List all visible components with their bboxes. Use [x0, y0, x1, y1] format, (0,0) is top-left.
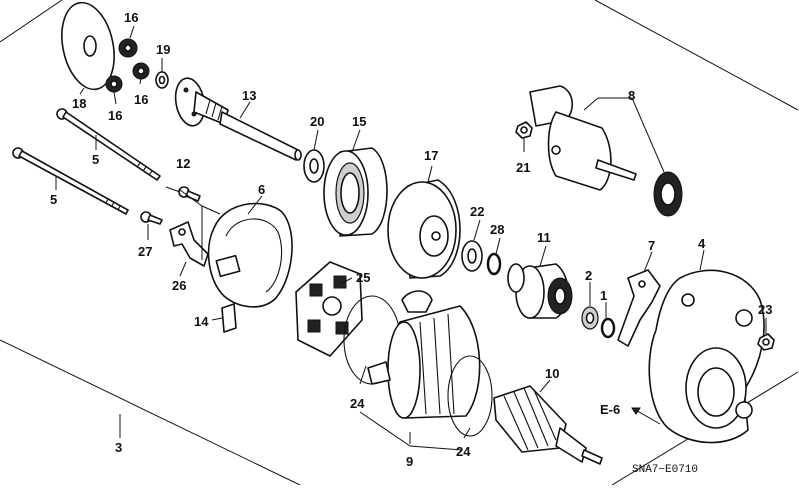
part-solenoid-8[interactable]: [529, 85, 637, 191]
callout-15[interactable]: 15: [352, 114, 366, 129]
part-gear-16b[interactable]: [132, 62, 150, 80]
part-nut-21[interactable]: [515, 121, 533, 139]
part-internal-gear-15[interactable]: [323, 147, 388, 237]
callout-5b[interactable]: 5: [50, 192, 57, 207]
callout-3[interactable]: 3: [115, 440, 122, 455]
callout-16a[interactable]: 16: [124, 10, 138, 25]
part-clutch-ring-11[interactable]: [507, 263, 525, 293]
part-ring-28[interactable]: [486, 252, 502, 276]
part-bracket-26[interactable]: [169, 221, 209, 267]
part-bolt-5b[interactable]: [12, 147, 129, 215]
part-armature-10[interactable]: [493, 385, 603, 465]
part-lever-7[interactable]: [617, 269, 661, 347]
callout-20[interactable]: 20: [310, 114, 324, 129]
part-cover-6[interactable]: [207, 202, 293, 308]
callout-13[interactable]: 13: [242, 88, 256, 103]
part-screw-12[interactable]: [178, 186, 201, 202]
callout-12[interactable]: 12: [176, 156, 190, 171]
leader-lines: [55, 25, 767, 451]
callout-5a[interactable]: 5: [92, 152, 99, 167]
diagram-code: SNA7−E0710: [632, 464, 698, 476]
callout-labels: 1 2 3 4 5 5 6 7 8 9 10 11 12 13 14 15 16…: [50, 10, 772, 476]
part-clutch-11[interactable]: [515, 263, 573, 319]
part-collar-2[interactable]: [581, 306, 599, 330]
part-yoke-assembly-9[interactable]: [343, 290, 493, 437]
callout-8[interactable]: 8: [628, 88, 635, 103]
callout-28[interactable]: 28: [490, 222, 504, 237]
part-gear-16c[interactable]: [105, 75, 123, 93]
part-nut-23[interactable]: [757, 333, 775, 351]
part-housing-4[interactable]: [648, 269, 765, 444]
part-ring-1[interactable]: [600, 317, 616, 339]
part-washer-19[interactable]: [155, 71, 169, 89]
part-brush-14[interactable]: [221, 303, 237, 333]
part-gear-16a[interactable]: [118, 38, 138, 58]
callout-10[interactable]: 10: [545, 366, 559, 381]
callout-4[interactable]: 4: [698, 236, 706, 251]
part-washer-22[interactable]: [461, 240, 483, 272]
callout-27[interactable]: 27: [138, 244, 152, 259]
reference-e6[interactable]: E-6: [600, 402, 620, 417]
callout-18[interactable]: 18: [72, 96, 86, 111]
part-washer-20[interactable]: [303, 149, 325, 183]
callout-21[interactable]: 21: [516, 160, 530, 175]
callout-16b[interactable]: 16: [134, 92, 148, 107]
part-yoke-17[interactable]: [387, 179, 461, 279]
callout-24a[interactable]: 24: [350, 396, 365, 411]
callout-1[interactable]: 1: [600, 288, 607, 303]
callout-16c[interactable]: 16: [108, 108, 122, 123]
part-brush-holder-25[interactable]: [295, 261, 363, 357]
arrow-e6-icon: [631, 407, 641, 415]
callout-14[interactable]: 14: [194, 314, 209, 329]
callout-7[interactable]: 7: [648, 238, 655, 253]
callout-2[interactable]: 2: [585, 268, 592, 283]
callout-6[interactable]: 6: [258, 182, 265, 197]
callout-17[interactable]: 17: [424, 148, 438, 163]
part-plunger-ring-8[interactable]: [653, 171, 683, 217]
part-washer-18[interactable]: [54, 0, 121, 94]
part-bolt-5a[interactable]: [56, 108, 161, 181]
callout-24b[interactable]: 24: [456, 444, 471, 459]
callout-11[interactable]: 11: [537, 230, 551, 245]
callout-9[interactable]: 9: [406, 454, 413, 469]
callout-25[interactable]: 25: [356, 270, 370, 285]
callout-23[interactable]: 23: [758, 302, 772, 317]
callout-19[interactable]: 19: [156, 42, 170, 57]
part-screw-27[interactable]: [140, 211, 163, 225]
part-shaft-13[interactable]: [172, 76, 302, 161]
callout-22[interactable]: 22: [470, 204, 484, 219]
callout-26[interactable]: 26: [172, 278, 186, 293]
